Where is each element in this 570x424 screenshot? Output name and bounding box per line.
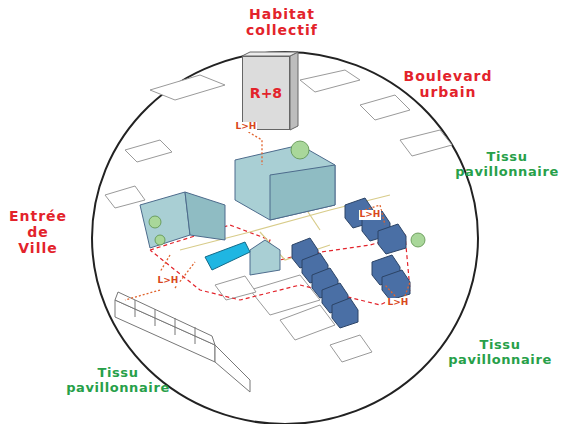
height-label: R+8 xyxy=(250,85,282,101)
area-label: Tissu pavillonnaire xyxy=(59,366,177,396)
ratio-label: L>H xyxy=(235,122,258,132)
area-label: Entrée de Ville xyxy=(7,208,69,256)
ratio-label: L>H xyxy=(157,276,180,286)
tower-building: R+8 xyxy=(242,56,290,130)
ratio-label: L>H xyxy=(387,298,410,308)
area-label: Tissu pavillonnaire xyxy=(448,150,566,180)
area-label: Tissu pavillonnaire xyxy=(441,338,559,368)
area-label: Boulevard urbain xyxy=(396,68,500,100)
area-label: Habitat collectif xyxy=(234,6,330,38)
ratio-label: L>H xyxy=(359,210,382,220)
